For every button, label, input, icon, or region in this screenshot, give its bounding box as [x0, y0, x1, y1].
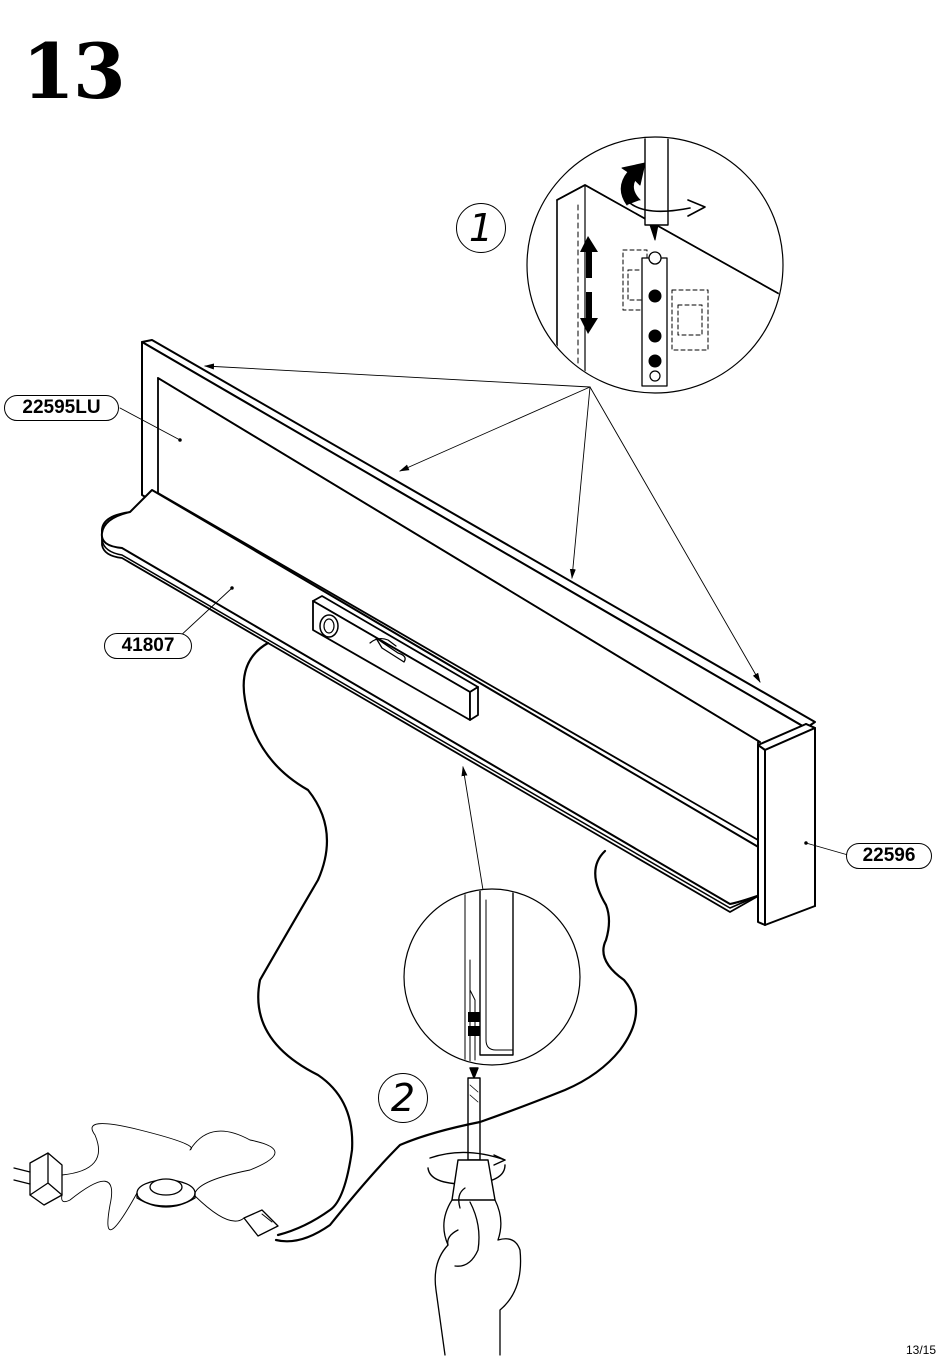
foot-switch-icon: [137, 1179, 195, 1207]
part-label-side-panel: 22596: [846, 843, 932, 869]
detail-1-circle: [527, 110, 790, 400]
hand-icon: [435, 1188, 520, 1355]
side-panel: [758, 724, 815, 925]
detail-2-circle: [404, 880, 580, 1065]
substep-1-badge: 1: [456, 203, 506, 253]
connector: [244, 1210, 278, 1236]
substep-2-badge: 2: [378, 1073, 428, 1123]
page-number: 13/15: [906, 1343, 936, 1357]
thin-cable: [62, 1124, 275, 1230]
part-label-shelf: 41807: [104, 633, 192, 659]
plug-icon: [14, 1153, 62, 1205]
part-label-back-panel: 22595LU: [4, 395, 119, 421]
screwdriver-icon: [428, 1068, 505, 1200]
